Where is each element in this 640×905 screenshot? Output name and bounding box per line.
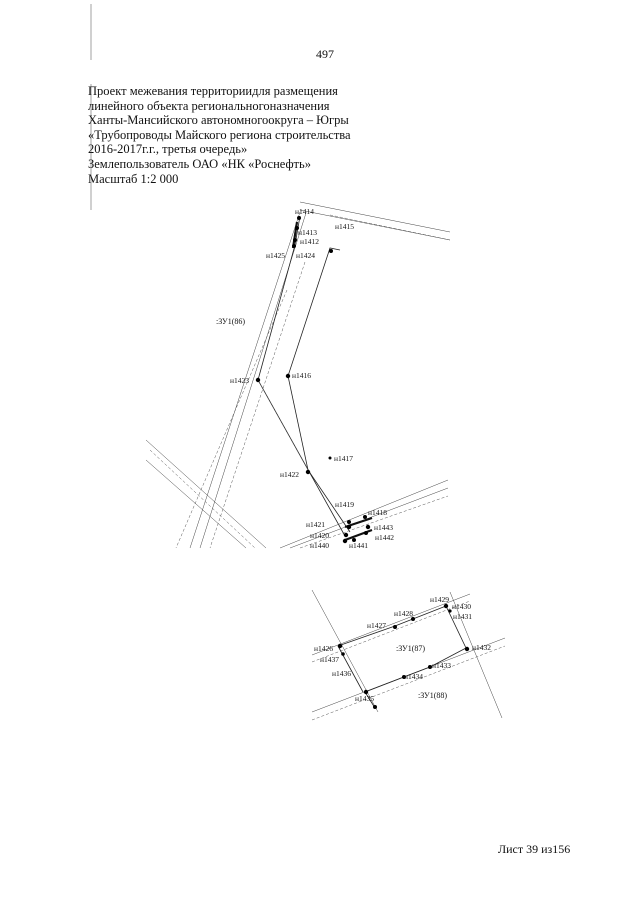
title-line: Землепользователь ОАО «НК «Роснефть» <box>88 156 311 171</box>
point-label: н1427 <box>367 621 386 630</box>
point-label: н1435 <box>355 694 374 703</box>
point-label: н1423 <box>230 376 249 385</box>
point-label: н1442 <box>375 533 394 542</box>
title-line: Ханты-Мансийского автономногоокруга – Юг… <box>88 113 349 128</box>
point-label: н1413 <box>298 228 317 237</box>
point-label: н1437 <box>320 655 339 664</box>
point-label: н1433 <box>432 661 451 670</box>
point-label: н1434 <box>404 672 423 681</box>
point-label: н1425 <box>266 251 285 260</box>
point-label: н1412 <box>300 237 319 246</box>
title-line: «Трубопроводы Майского региона строитель… <box>88 127 351 142</box>
point-label: н1420 <box>310 531 329 540</box>
point-label: н1432 <box>472 643 491 652</box>
point-label: н1419 <box>335 500 354 509</box>
point-label: н1421 <box>306 520 325 529</box>
point-label: н1417 <box>334 454 353 463</box>
point-label: н1422 <box>280 470 299 479</box>
point-label: н1428 <box>394 609 413 618</box>
point-label: н1431 <box>453 612 472 621</box>
point-label: н1414 <box>295 207 314 216</box>
point-label: н1430 <box>452 602 471 611</box>
point-label: н1424 <box>296 251 315 260</box>
plan-2: н1429 н1430 н1428 н1431 н1427 н1426 н143… <box>311 589 506 721</box>
point-label: н1418 <box>368 508 387 517</box>
point-label: н1436 <box>332 669 351 678</box>
parcel-label: :ЗУ1(87) <box>396 644 425 653</box>
point-label: н1429 <box>430 595 449 604</box>
plan-1: н1414 н1413 н1415 н1412 н1425 н1424 :ЗУ1… <box>145 201 451 550</box>
point-label: н1443 <box>374 523 393 532</box>
sheet-number: Лист 39 из156 <box>498 842 571 856</box>
point-label: н1415 <box>335 222 354 231</box>
title-line: 2016-2017г.г., третья очередь» <box>88 142 248 157</box>
point-label: н1440 <box>310 541 329 550</box>
title-block: Проект межевания территориидля размещени… <box>88 84 351 186</box>
page-number: 497 <box>316 47 334 61</box>
title-line: Проект межевания территориидля размещени… <box>88 84 338 98</box>
title-line: линейного объекта региональногоназначени… <box>88 98 330 113</box>
point-label: н1441 <box>349 541 368 550</box>
parcel-label: :ЗУ1(86) <box>216 317 245 326</box>
title-line: Масштаб 1:2 000 <box>88 171 179 186</box>
point-label: н1426 <box>314 644 333 653</box>
parcel-label: :ЗУ1(88) <box>418 691 447 700</box>
point-label: н1416 <box>292 371 311 380</box>
